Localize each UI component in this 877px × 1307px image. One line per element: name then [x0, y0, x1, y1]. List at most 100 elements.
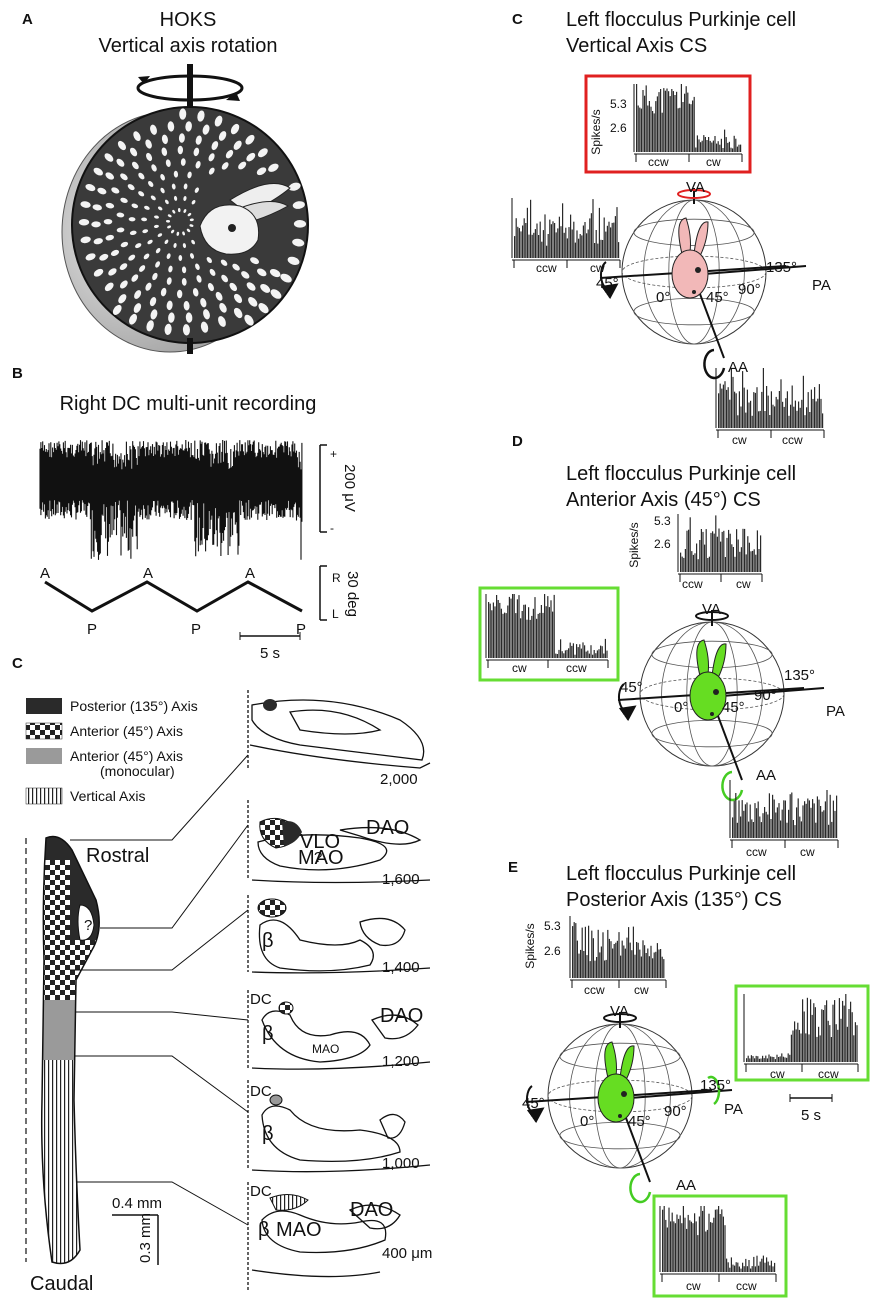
section-labels: 2,000 VLO ? DAO MAO 1,600 β 1,400 DC β M…	[250, 771, 432, 1262]
histogram-bar	[715, 515, 717, 572]
histogram-bar	[597, 929, 599, 978]
histogram-bar	[589, 961, 591, 978]
panel-e-title-1: Left flocculus Purkinje cell	[566, 863, 796, 885]
histogram-bar	[606, 225, 608, 258]
panel-c-title-2: Vertical Axis CS	[566, 35, 707, 57]
sphere-part	[689, 671, 727, 721]
histogram-bar	[577, 647, 579, 658]
histogram-bar	[544, 214, 546, 258]
position-trace	[44, 580, 303, 613]
histogram-bar	[557, 228, 559, 258]
drum-dot	[93, 167, 104, 176]
histogram-bar	[650, 945, 652, 978]
histogram-bar	[750, 1268, 752, 1272]
drum-dot	[150, 309, 158, 320]
histogram-bar	[738, 144, 740, 152]
histogram-bar	[678, 1218, 680, 1272]
histogram-bar	[631, 950, 633, 978]
drum-dot	[245, 134, 255, 145]
histogram-bar	[837, 1029, 839, 1062]
histogram-bar	[655, 101, 657, 152]
histogram-bar	[793, 406, 795, 428]
histogram-bar	[584, 645, 586, 658]
histogram-bar	[811, 1014, 813, 1062]
histogram-bar	[846, 1026, 848, 1062]
histogram-bar	[815, 401, 817, 428]
sphere-part	[693, 221, 709, 257]
c-top-x-2: cw	[706, 155, 721, 169]
label-mao-1600: MAO	[298, 847, 344, 869]
histogram-bar	[822, 413, 824, 428]
histogram-bar	[760, 822, 762, 838]
histogram-bar	[700, 1206, 702, 1272]
label-dc-1000: DC	[250, 1083, 272, 1100]
histogram-bar	[735, 793, 737, 838]
drum-dot	[229, 282, 238, 292]
histogram-bar	[682, 1206, 684, 1272]
histogram-bar	[750, 400, 752, 428]
histogram-bar	[742, 371, 744, 428]
histogram-bar	[727, 142, 729, 152]
histogram-bar	[532, 608, 534, 658]
histogram-bar	[679, 1215, 681, 1272]
drum-dot	[250, 257, 259, 265]
c-deg45: 45°	[596, 275, 619, 292]
histogram-bar	[746, 1266, 748, 1272]
histogram-bar	[796, 807, 798, 838]
c-bot-x-1: cw	[732, 433, 747, 447]
panel-c-right-label: C	[512, 11, 523, 28]
histogram-bar	[531, 234, 533, 258]
histogram-bar	[639, 107, 641, 152]
time-scale-label: 5 s	[260, 645, 280, 662]
drum-dot	[164, 239, 169, 245]
histogram-bar	[710, 532, 712, 572]
histogram-bar	[681, 1223, 683, 1272]
histogram-bar	[552, 221, 554, 258]
histogram-bar	[517, 226, 519, 258]
histogram-bar	[708, 556, 710, 572]
histogram-bar	[830, 1037, 832, 1062]
histogram-bar	[524, 604, 526, 658]
e-right-x-1: cw	[770, 1067, 785, 1081]
caudal-label: Caudal	[30, 1273, 93, 1295]
histogram-bar	[730, 368, 732, 428]
histogram-bar	[810, 999, 812, 1062]
drum-dot	[209, 268, 216, 276]
histogram-bar	[591, 930, 593, 978]
histogram-bar	[572, 643, 574, 658]
legend-label-monocular: Anterior (45°) Axis	[70, 748, 183, 764]
histogram-bar	[684, 549, 686, 572]
histogram-bar	[573, 221, 575, 258]
legend-swatch-anterior	[25, 722, 63, 740]
histogram-bar	[780, 379, 782, 428]
histogram-bar	[794, 825, 796, 838]
sphere-part	[559, 1121, 681, 1150]
histogram-bar	[712, 531, 714, 572]
histogram-bar	[770, 1260, 772, 1272]
histogram-bar	[570, 214, 572, 258]
histogram-bar	[626, 937, 628, 978]
histogram-bar	[640, 956, 642, 978]
sphere-part	[633, 297, 755, 326]
pos-p-1: P	[87, 621, 97, 638]
d-left-x-1: cw	[512, 661, 527, 675]
histogram-bar	[760, 1058, 762, 1062]
sphere-part	[695, 611, 729, 621]
rabbit-head-icon	[199, 183, 291, 255]
d-deg90: 90°	[754, 687, 777, 704]
sphere-part	[703, 265, 807, 275]
drum-dot	[171, 229, 175, 234]
drum-dot	[157, 233, 163, 238]
histogram-bar	[613, 944, 615, 978]
c-pa: PA	[812, 277, 831, 294]
histogram-bar	[520, 618, 522, 658]
c-left-x-1: ccw	[536, 261, 557, 275]
histogram-bar	[504, 612, 506, 658]
drum-dot	[172, 209, 176, 214]
histogram-bar	[751, 819, 753, 838]
histogram-bar	[762, 1255, 764, 1272]
histogram-bar	[721, 1209, 723, 1272]
drum-dot	[168, 265, 173, 273]
drum-dot	[145, 139, 152, 149]
histogram-bar	[765, 811, 767, 838]
